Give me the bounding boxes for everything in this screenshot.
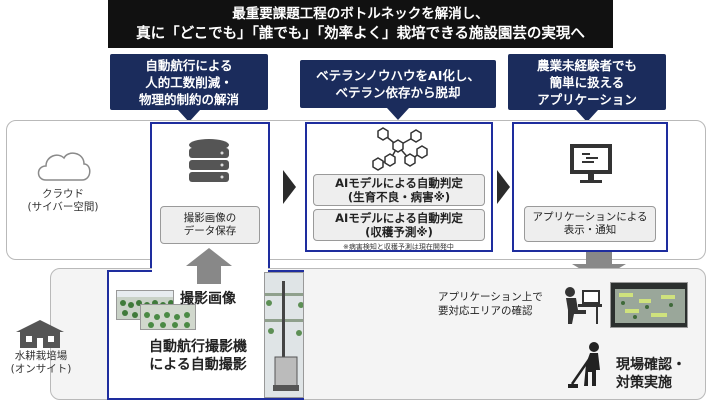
ai-judgement-growth: AIモデルによる自動判定 (生育不良・病害※) (313, 174, 485, 206)
cloud-icon (37, 152, 91, 181)
flow-chevron (283, 170, 296, 204)
up-arrow (186, 248, 232, 284)
data-storage-box: 撮影画像の データ保存 (160, 206, 260, 244)
monitor-icon (570, 144, 612, 183)
callout-pointer (387, 108, 409, 120)
desk-worker-icon (565, 287, 602, 324)
capture-image-label: 撮影画像 (180, 291, 236, 307)
onsite-label: 水耕栽培場 (オンサイト) (10, 350, 72, 375)
development-note: ※病害検知と収穫予測は現在開発中 (343, 243, 454, 251)
auto-capture-label: 自動航行撮影機 による自動撮影 (149, 339, 247, 373)
cloud-label: クラウド (サイバー空間) (27, 188, 99, 213)
field-action-label: 現場確認・ 対策実施 (616, 357, 686, 391)
ai-network-icon (372, 127, 428, 171)
app-display-box: アプリケーションによる 表示・通知 (524, 206, 656, 242)
headline-line-2: 真に「どこでも」「誰でも」「効率よく」栽培できる施設園芸の実現へ (136, 26, 585, 42)
greenhouse-photo (140, 304, 196, 330)
house-icon (16, 320, 64, 348)
callout-pointer (576, 110, 598, 122)
headline-line-1: 最重要課題工程のボトルネックを解消し、 (232, 6, 489, 22)
callout-ai: ベテランノウハウをAI化し、 ベテラン依存から脱却 (300, 60, 496, 108)
app-screen-photo (610, 282, 688, 328)
confirm-text: アプリケーション上で 要対応エリアの確認 (438, 291, 543, 317)
callout-app: 農業未経験者でも 簡単に扱える アプリケーション (508, 54, 666, 110)
headline-banner: 最重要課題工程のボトルネックを解消し、 真に「どこでも」「誰でも」「効率よく」栽… (108, 0, 613, 48)
field-worker-icon (568, 342, 600, 388)
flow-chevron (497, 170, 510, 204)
callout-pointer (178, 110, 200, 122)
database-icon (189, 139, 229, 182)
callout-autonomous: 自動航行による 人的工数削減・ 物理的制約の解消 (110, 54, 268, 110)
robot-photo (264, 272, 304, 398)
ai-judgement-harvest: AIモデルによる自動判定 (収穫予測※) (313, 209, 485, 241)
